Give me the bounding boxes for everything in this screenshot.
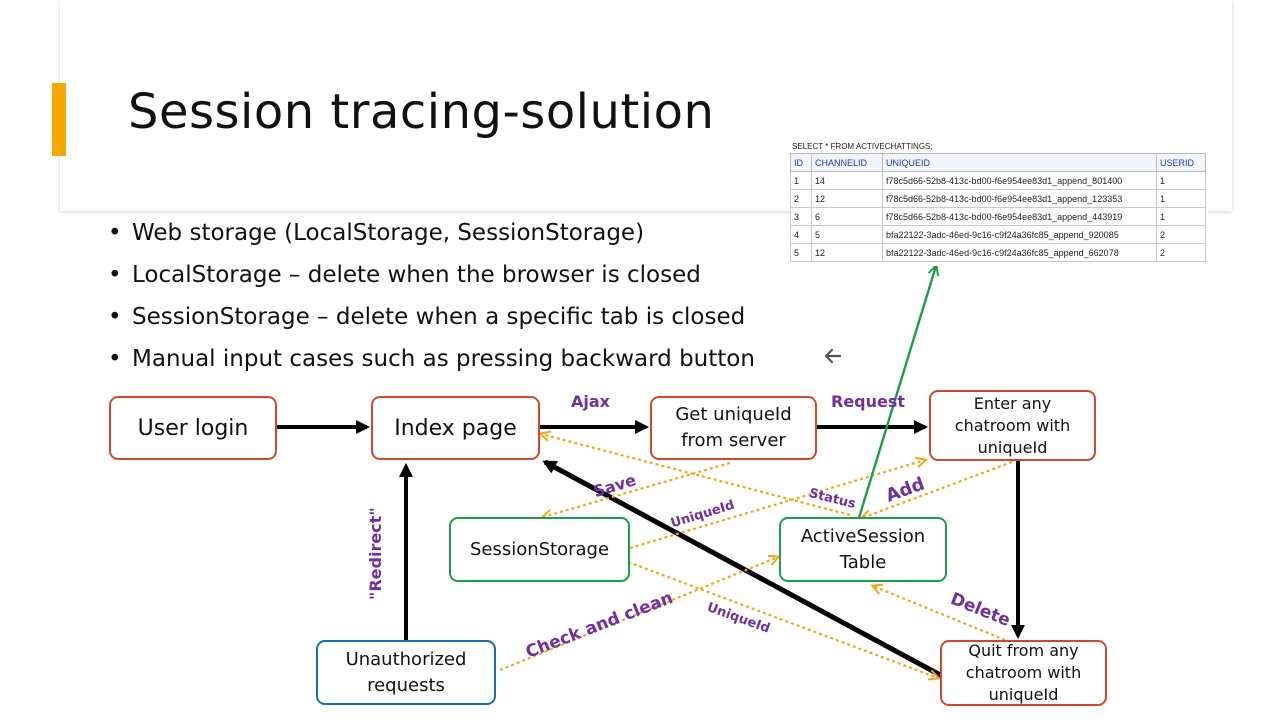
sql-row: 1 14 f78c5d66-52b8-413c-bd00-f6e954ee83d… [790, 171, 1206, 190]
node-label: Quit from any [968, 641, 1079, 660]
node-label: Get uniqueId [675, 404, 792, 425]
bullet-item: • LocalStorage – delete when the browser … [108, 257, 755, 299]
node-label: ActiveSession [800, 525, 926, 547]
bullet-item: • SessionStorage – delete when a specific… [108, 299, 755, 341]
sql-cell: 3 [790, 207, 812, 226]
bullet-list: • Web storage (LocalStorage, SessionStora… [108, 215, 755, 383]
bullet-text: Manual input cases such as pressing back… [132, 346, 755, 372]
edge-label-request: Request [831, 392, 906, 411]
arrow-sessionstorage-to-quit [627, 560, 938, 678]
node-label: Enter any [973, 393, 1052, 413]
node-label: Unauthorized [345, 648, 467, 670]
sql-col-header: ID [790, 153, 812, 172]
arrow-save-to-sessionstorage [543, 461, 731, 517]
bullet-item: • Manual input cases such as pressing bac… [108, 341, 755, 383]
node-label: uniqueId [988, 685, 1059, 704]
node-label: requests [367, 674, 445, 696]
sql-result-table: ID CHANNELID UNIQUEID USERID 1 14 f78c5d… [790, 153, 1206, 262]
bullet-text: LocalStorage – delete when the browser i… [132, 262, 701, 288]
sql-cell: 1 [1156, 189, 1206, 208]
sql-cell: 1 [1156, 171, 1206, 190]
sql-cell: f78c5d66-52b8-413c-bd00-f6e954ee83d1_app… [882, 189, 1157, 208]
sql-row: 3 6 f78c5d66-52b8-413c-bd00-f6e954ee83d1… [790, 207, 1206, 226]
node-label: from server [681, 430, 786, 451]
sql-cell: 5 [811, 225, 883, 244]
sql-cell: f78c5d66-52b8-413c-bd00-f6e954ee83d1_app… [882, 171, 1157, 190]
node-unauthorized-requests[interactable]: Unauthorized requests [316, 640, 496, 705]
slide-title: Session tracing-solution [128, 84, 715, 140]
arrow-left-icon-graphic [824, 348, 842, 364]
sql-header-row: ID CHANNELID UNIQUEID USERID [790, 153, 1206, 172]
node-enter-chatroom[interactable]: Enter any chatroom with uniqueId [929, 390, 1096, 461]
node-label: chatroom with [954, 415, 1071, 435]
node-user-login[interactable]: User login [109, 396, 277, 460]
title-accent-bar [52, 83, 66, 156]
sql-cell: 1 [790, 171, 812, 190]
node-get-uniqueid[interactable]: Get uniqueId from server [650, 396, 817, 460]
node-label: Table [839, 551, 887, 573]
sql-cell: 2 [790, 189, 812, 208]
bullet-text: SessionStorage – delete when a specific … [132, 304, 746, 330]
sql-cell: bfa22122-3adc-46ed-9c16-c9f24a36fc85_app… [882, 243, 1157, 262]
sql-result-screenshot: SELECT * FROM ACTIVECHATTINGS; ID CHANNE… [790, 142, 1208, 266]
node-label: chatroom with [965, 663, 1082, 682]
node-activesession-table[interactable]: ActiveSession Table [779, 517, 947, 582]
sql-cell: f78c5d66-52b8-413c-bd00-f6e954ee83d1_app… [882, 207, 1157, 226]
sql-query-text: SELECT * FROM ACTIVECHATTINGS; [792, 142, 933, 151]
sql-col-header: USERID [1156, 153, 1206, 172]
node-label: uniqueId [977, 437, 1048, 457]
bullet-dot: • [108, 220, 122, 246]
arrow-enter-to-activesession [862, 460, 1013, 518]
sql-col-header: CHANNELID [811, 153, 883, 172]
arrow-activesession-to-sql [856, 266, 936, 522]
sql-row: 2 12 f78c5d66-52b8-413c-bd00-f6e954ee83d… [790, 189, 1206, 208]
sql-cell: 12 [811, 189, 883, 208]
sql-cell: 5 [790, 243, 812, 262]
sql-cell: 14 [811, 171, 883, 190]
sql-row: 4 5 bfa22122-3adc-46ed-9c16-c9f24a36fc85… [790, 225, 1206, 244]
sql-cell: 1 [1156, 207, 1206, 226]
sql-cell: 6 [811, 207, 883, 226]
edge-label-ajax: Ajax [571, 392, 610, 411]
bullet-dot: • [108, 346, 122, 372]
edge-label-redirect: "Redirect" [366, 507, 385, 600]
node-index-page[interactable]: Index page [371, 396, 540, 460]
sql-col-header: UNIQUEID [882, 153, 1157, 172]
bullet-dot: • [108, 304, 122, 330]
sql-cell: 2 [1156, 225, 1206, 244]
sql-cell: bfa22122-3adc-46ed-9c16-c9f24a36fc85_app… [882, 225, 1157, 244]
sql-cell: 4 [790, 225, 812, 244]
node-quit-chatroom[interactable]: Quit from any chatroom with uniqueId [940, 640, 1107, 706]
node-label: User login [137, 415, 249, 441]
bullet-item: • Web storage (LocalStorage, SessionStora… [108, 215, 755, 257]
sql-cell: 12 [811, 243, 883, 262]
arrow-quit-to-index [542, 459, 944, 679]
arrow-status-to-index [541, 434, 851, 517]
bullet-dot: • [108, 262, 122, 288]
arrow-left-icon[interactable] [820, 343, 846, 369]
node-label: SessionStorage [469, 539, 610, 560]
bullet-text: Web storage (LocalStorage, SessionStorag… [132, 220, 645, 246]
node-label: Index page [394, 415, 517, 441]
node-sessionstorage[interactable]: SessionStorage [449, 517, 630, 582]
arrow-unauth-to-activesession [499, 557, 778, 672]
sql-row: 5 12 bfa22122-3adc-46ed-9c16-c9f24a36fc8… [790, 243, 1206, 262]
sql-cell: 2 [1156, 243, 1206, 262]
